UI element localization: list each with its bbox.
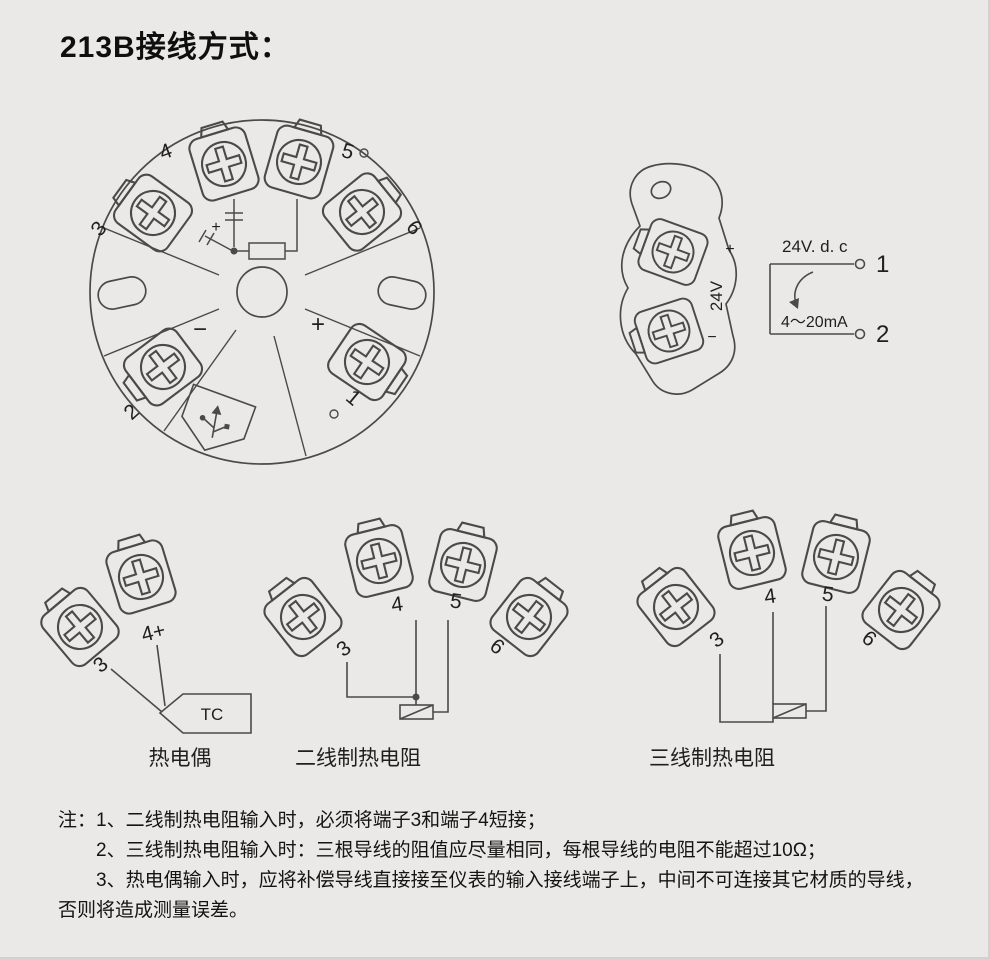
rtd2-terminal-4-screw[interactable] [339, 513, 416, 601]
head-minus-sign: − [193, 316, 207, 343]
terminal-3-screw[interactable] [101, 164, 197, 257]
rtd3-terminal-label-6: 6 [857, 626, 880, 651]
side-module-outline [619, 162, 737, 395]
rtd2-terminal-label-4: 4 [390, 592, 405, 616]
rtd2-terminal-label-5: 5 [449, 589, 464, 613]
terminal-6-screw[interactable] [317, 162, 414, 256]
rtd3-terminal-5-screw[interactable] [799, 509, 876, 597]
side-voltage-label: 24V [707, 280, 726, 311]
side-module-labels: + 24V − [707, 241, 735, 346]
tc-caption: 热电偶 [149, 747, 212, 770]
circuit-terminal-2-label: 2 [876, 321, 889, 348]
usb-wedge [181, 383, 257, 452]
note-text-3: 3、热电偶输入时，应将补偿导线直接接至仪表的输入接线端子上，中间不可连接其它材质… [58, 870, 924, 921]
dot-near-5 [359, 148, 369, 158]
tc-terminal-4-screw[interactable] [100, 528, 180, 618]
rtd2-terminal-label-3: 3 [332, 636, 355, 661]
side-plus-sign: + [725, 241, 734, 258]
rtd3-terminal-3-screw[interactable] [626, 555, 720, 652]
side-screw-bottom[interactable] [623, 295, 707, 370]
tc-probe-outline [158, 693, 252, 734]
terminal-label-4: 4 [156, 139, 175, 165]
rtd2-terminal-label-6: 6 [485, 634, 508, 659]
terminal-label-6: 6 [401, 216, 426, 240]
left-slot [97, 276, 147, 310]
tc-terminal-label-4: 4+ [139, 619, 168, 647]
note-text-1: 1、二线制热电阻输入时，必须将端子3和端子4短接； [96, 810, 546, 831]
notes-prefix: 注： [58, 810, 97, 831]
note-line-1: 注：1、二线制热电阻输入时，必须将端子3和端子4短接； [58, 806, 942, 836]
rtd3-caption: 三线制热电阻 [649, 747, 775, 770]
rtd2-junction-dot [412, 693, 420, 701]
rtd2-terminal-3-screw[interactable] [253, 565, 347, 662]
note-line-3: 3、热电偶输入时，应将补偿导线直接接至仪表的输入接线端子上，中间不可连接其它材质… [58, 866, 942, 926]
terminal-4-screw[interactable] [183, 115, 263, 205]
usb-icon [199, 405, 230, 438]
thermocouple-diagram [30, 528, 252, 734]
rtd2-terminal-5-screw[interactable] [426, 517, 503, 605]
internal-wiring [198, 199, 298, 260]
rtd2-caption: 二线制热电阻 [295, 747, 421, 770]
dot-near-1 [329, 409, 339, 419]
rtd3-terminal-label-4: 4 [763, 584, 778, 608]
circuit-terminal-1-label: 1 [876, 251, 889, 278]
sector-lines [103, 227, 421, 457]
side-minus-sign: − [707, 329, 716, 346]
head-outline [89, 119, 435, 465]
side-module [619, 162, 737, 395]
terminal-5-screw[interactable] [261, 113, 340, 202]
component-box [248, 242, 286, 260]
supply-label: 24V. d. c [782, 237, 848, 256]
circuit-terminal-1-dot [854, 258, 866, 270]
head-center-hole [236, 266, 288, 318]
page-title: 213B接线方式： [60, 31, 291, 64]
transmitter-head [89, 113, 435, 465]
wiring-plus-sign: + [211, 219, 220, 236]
power-circuit [769, 258, 866, 340]
rtd3-terminal-label-3: 3 [705, 627, 728, 652]
note-text-2: 2、三线制热电阻输入时：三根导线的阻值应尽量相同，每根导线的电阻不能超过10Ω； [96, 840, 826, 861]
tc-terminal-label-3: 3 [89, 652, 113, 677]
terminal-label-5: 5 [339, 139, 356, 164]
note-line-2: 2、三线制热电阻输入时：三根导线的阻值应尽量相同，每根导线的电阻不能超过10Ω； [58, 836, 942, 866]
right-slot [377, 276, 427, 310]
head-plus-sign: + [311, 311, 325, 338]
rtd2-labels: 3 4 5 6 二线制热电阻 [295, 589, 509, 770]
tc-component-label: TC [201, 705, 224, 724]
tc-terminal-3-screw[interactable] [30, 575, 124, 672]
rtd3-terminal-label-5: 5 [821, 582, 836, 606]
rtd2-diagram [253, 513, 579, 720]
terminal-label-3: 3 [86, 217, 111, 241]
usb-wedge-outline [181, 383, 257, 452]
terminal-1-screw[interactable] [323, 319, 419, 411]
rtd3-terminal-4-screw[interactable] [712, 505, 789, 593]
circuit-terminal-2-dot [854, 328, 866, 340]
terminal-label-1: 1 [341, 385, 365, 410]
power-circuit-labels: 24V. d. c 1 4～20mA 2 [781, 237, 889, 348]
current-label: 4～20mA [781, 314, 848, 331]
junction-dot [230, 247, 238, 255]
loop-arrowhead [789, 298, 799, 309]
notes: 注：1、二线制热电阻输入时，必须将端子3和端子4短接； 2、三线制热电阻输入时：… [58, 806, 942, 926]
rtd3-diagram [626, 505, 951, 723]
mount-ear-hole [650, 180, 672, 200]
